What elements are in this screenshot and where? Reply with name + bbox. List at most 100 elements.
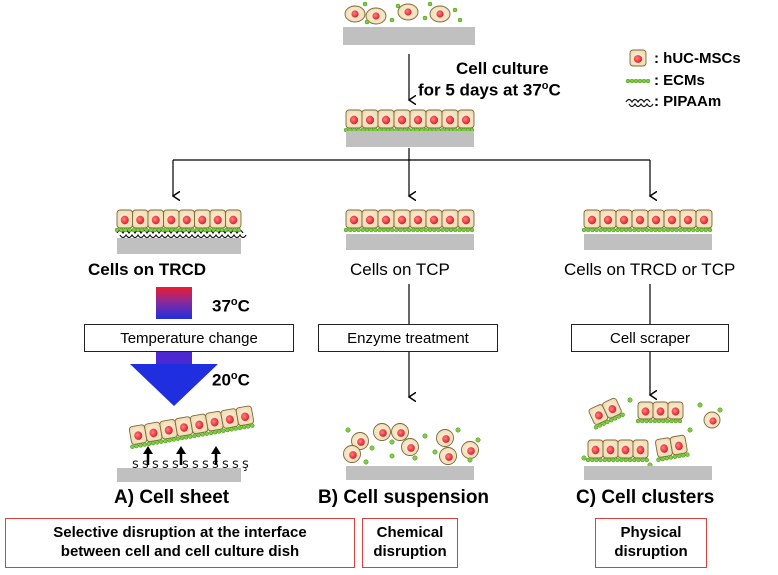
cell — [345, 109, 363, 129]
temp-low-label: 20oC — [212, 370, 250, 390]
ecm-particle — [697, 402, 703, 408]
culture-dish-top — [343, 27, 475, 45]
svg-text:ş: ş — [242, 457, 249, 472]
cell — [617, 439, 634, 459]
cell — [632, 439, 649, 459]
seeded-cell — [365, 7, 387, 25]
legend-pipaam-icon — [625, 98, 654, 108]
disruption-b-line2: disruption — [373, 543, 447, 560]
detached-sheet — [128, 405, 255, 449]
cell — [679, 209, 697, 229]
suspended-cell — [343, 445, 361, 463]
svg-text:ş: ş — [202, 457, 209, 472]
ecm-particle — [395, 3, 401, 9]
cell — [209, 209, 226, 229]
disruption-a-line2: between cell and cell culture dish — [60, 543, 300, 560]
label-cells-on-tcp: Cells on TCP — [350, 260, 450, 279]
cell-clusters-result — [581, 397, 723, 480]
cell — [631, 209, 649, 229]
cell — [647, 209, 665, 229]
cell — [194, 209, 211, 229]
ecm-layer — [343, 227, 475, 233]
cell — [615, 209, 633, 229]
cell — [174, 416, 194, 437]
cell — [116, 209, 133, 229]
step-temperature-change: Temperature change — [84, 324, 294, 352]
monolayer-trcd-or-tcp — [581, 209, 713, 250]
ecm-layer — [114, 227, 241, 233]
ecm-layer — [656, 452, 690, 462]
ecm-particle — [364, 19, 370, 25]
pipaam-layer — [625, 98, 654, 108]
cell — [393, 209, 411, 229]
cultured-monolayer — [343, 109, 475, 147]
culture-dish — [584, 466, 712, 480]
legend-ecm-icon — [625, 78, 651, 84]
ecm-particle — [389, 439, 395, 445]
culture-dish — [346, 131, 474, 147]
ecm-layer — [585, 457, 649, 463]
ecm-particle — [467, 457, 473, 463]
culture-dish — [346, 234, 474, 250]
branch-lines — [173, 148, 650, 196]
cell — [178, 209, 195, 229]
cell-sheet-result: şşşşşşşşşşşş — [117, 405, 255, 482]
seeded-cell — [397, 3, 419, 21]
svg-text:ş: ş — [222, 457, 229, 472]
ecm-particle — [427, 1, 433, 7]
ecm-particle — [362, 1, 368, 7]
ecm-particle — [422, 15, 428, 21]
cell — [457, 209, 475, 229]
cell — [695, 209, 713, 229]
culture-line2: for 5 days at 37oC — [418, 80, 561, 100]
detach-arrow-head — [176, 446, 186, 454]
ecm-layer — [593, 412, 625, 430]
cell-cluster — [635, 401, 684, 424]
cell — [583, 209, 601, 229]
cell — [669, 434, 688, 456]
ecm-particle — [475, 437, 481, 443]
ecm-particle — [687, 427, 693, 433]
ecm-layer — [635, 418, 683, 424]
cell — [425, 109, 443, 129]
ecm-particle — [363, 459, 369, 465]
disruption-c-line1: Physical — [620, 524, 682, 542]
cell — [425, 209, 443, 229]
cell — [663, 209, 681, 229]
legend-ecm-label: : ECMs — [654, 72, 705, 89]
culture-dish — [117, 238, 241, 254]
ecm-particle — [717, 407, 723, 413]
cell — [163, 209, 180, 229]
result-b-title: B) Cell suspension — [318, 487, 490, 508]
cell — [377, 209, 395, 229]
cell-cluster — [655, 434, 690, 462]
ecm-particle — [412, 455, 418, 461]
svg-text:ş: ş — [192, 457, 199, 472]
cell — [409, 209, 427, 229]
legend-cell-label: : hUC-MSCs — [654, 50, 741, 67]
cell — [409, 109, 427, 129]
disruption-c-line2: disruption — [614, 543, 688, 560]
legend-icons — [625, 49, 654, 108]
cell — [205, 410, 224, 432]
suspended-cell — [391, 423, 409, 441]
cell — [361, 109, 379, 129]
ecm-particle — [389, 17, 395, 23]
label-cells-on-trcd-or-tcp: Cells on TRCD or TCP — [564, 260, 736, 279]
cell — [599, 209, 617, 229]
cell — [457, 109, 475, 129]
cell — [393, 109, 411, 129]
ecm-particle — [581, 455, 587, 461]
step-enzyme-treatment: Enzyme treatment — [318, 324, 498, 352]
result-c-title: C) Cell clusters — [576, 487, 715, 508]
culture-dish — [117, 468, 241, 482]
legend-pipaam-label: : PIPAAm — [654, 93, 722, 110]
cell — [602, 439, 619, 459]
cell — [602, 397, 622, 419]
cell — [652, 401, 669, 420]
ecm-particle — [432, 449, 438, 455]
ecm-layer — [130, 423, 255, 449]
